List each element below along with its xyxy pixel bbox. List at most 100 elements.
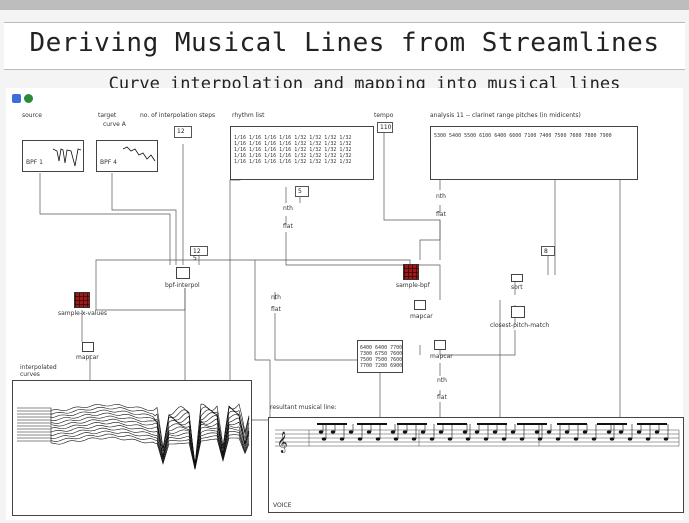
note-beam (557, 423, 587, 425)
note-head (627, 437, 633, 441)
bpf-interpol-object[interactable] (176, 267, 190, 279)
sample-x-values-icon[interactable] (74, 292, 90, 308)
note-beam (477, 423, 507, 425)
note-head (636, 430, 642, 434)
small-value-box[interactable]: 5 (295, 186, 309, 197)
mapcar-object-1[interactable] (82, 342, 94, 352)
analysis-list-text: 5300 5400 5500 6100 6400 6600 7100 7400 … (434, 133, 612, 139)
note-head (645, 437, 651, 441)
interpolation-steps-box[interactable]: 12 (174, 126, 192, 138)
tempo-label: tempo (374, 112, 394, 119)
note-head (411, 437, 417, 441)
rhythm-list-text: 1/16 1/16 1/16 1/16 1/32 1/32 1/32 1/32 … (234, 135, 352, 165)
note-head (429, 437, 435, 441)
value-box[interactable]: 12 5 (190, 246, 208, 262)
note-head (402, 430, 408, 434)
bpf-source-curve-icon (52, 148, 82, 167)
nth-object-4[interactable]: nth (437, 377, 447, 384)
flat-object-3[interactable]: flat (271, 306, 281, 313)
note-head (465, 437, 471, 441)
flat-object-4[interactable]: flat (437, 394, 447, 401)
bpf-interpol-label: bpf-interpol (165, 282, 200, 289)
voice-label: VOICE (273, 502, 292, 509)
note-head (582, 430, 588, 434)
note-head (546, 430, 552, 434)
steps-label: no. of interpolation steps (140, 112, 216, 119)
note-head (393, 437, 399, 441)
note-beam (597, 423, 627, 425)
note-head (537, 437, 543, 441)
note-head (318, 430, 324, 434)
note-head (438, 430, 444, 434)
interpolated-curve-line (17, 407, 250, 468)
bpf-target-box[interactable]: BPF 4 (96, 140, 158, 172)
mapcar-label-3: mapcar (430, 353, 453, 360)
interpolated-curve-line (17, 414, 250, 464)
note-head (564, 430, 570, 434)
note-beam (637, 423, 667, 425)
interpolated-curves-label: interpolated curves (20, 364, 57, 378)
note-head (663, 437, 669, 441)
note-head (375, 437, 381, 441)
flat-object-2[interactable]: flat (436, 211, 446, 218)
interpolated-curves-panel[interactable] (12, 380, 252, 516)
interpolated-curve-line (17, 405, 250, 469)
note-head (462, 430, 468, 434)
sample-bpf-icon[interactable] (403, 264, 419, 280)
note-head (390, 430, 396, 434)
mapcar-label-1: mapcar (76, 354, 99, 361)
flat-object-1[interactable]: flat (283, 223, 293, 230)
sort-label: sort (511, 284, 523, 291)
analysis-list-box[interactable]: 5300 5400 5500 6100 6400 6600 7100 7400 … (430, 126, 638, 180)
note-head (420, 430, 426, 434)
interpolated-curve-line (17, 430, 250, 469)
note-head (510, 430, 516, 434)
interpolated-curve-line (17, 433, 250, 469)
interpolated-curve-line (17, 410, 250, 465)
closest-pitch-match-label: closest-pitch-match (490, 322, 550, 329)
note-head (339, 437, 345, 441)
curve-a-label: curve A (103, 121, 126, 128)
interpolated-curve-line (17, 424, 250, 469)
play-button[interactable] (24, 94, 33, 103)
note-head (348, 430, 354, 434)
bpf-target-curve-icon (122, 146, 156, 162)
mapcar-object-2[interactable] (414, 300, 426, 310)
title-panel (4, 22, 685, 70)
page-title: Deriving Musical Lines from Streamlines (29, 28, 660, 58)
interpolated-curve-line (17, 436, 250, 470)
rhythm-list-box[interactable]: 1/16 1/16 1/16 1/16 1/32 1/32 1/32 1/32 … (230, 126, 374, 180)
nth-object-1[interactable]: nth (283, 205, 293, 212)
edit-mode-button[interactable] (12, 94, 21, 103)
midicents-list-text: 6400 6400 7700 7300 6750 7600 7500 7500 … (360, 345, 403, 369)
sort-object[interactable] (511, 274, 523, 282)
note-head (492, 430, 498, 434)
svg-text:𝄞: 𝄞 (277, 432, 288, 453)
interpolated-curve-line (17, 417, 250, 465)
note-head (321, 437, 327, 441)
nth-object-3[interactable]: nth (271, 294, 281, 301)
note-head (555, 437, 561, 441)
note-head (519, 437, 525, 441)
note-beam (517, 423, 547, 425)
interpolated-curve-line (17, 403, 250, 466)
note-head (618, 430, 624, 434)
midicents-list-box[interactable]: 6400 6400 7700 7300 6750 7600 7500 7500 … (357, 340, 403, 373)
note-head (654, 430, 660, 434)
closest-pitch-match-object[interactable] (511, 306, 525, 318)
bpf-source-label: BPF 1 (26, 159, 43, 166)
nth-object-2[interactable]: nth (436, 193, 446, 200)
small-value-box-2[interactable]: 8 (541, 246, 555, 256)
resultant-line-label: resultant musical line: (270, 404, 337, 411)
note-beam (357, 423, 387, 425)
analysis-label: analysis 11 -- clarinet range pitches (i… (430, 112, 581, 119)
sample-x-values-label: sample-x-values (58, 310, 108, 317)
note-head (591, 437, 597, 441)
note-head (330, 430, 336, 434)
tempo-box[interactable]: 110 (377, 122, 393, 133)
voice-editor-panel[interactable]: 𝄞 VOICE (268, 417, 684, 513)
bpf-source-box[interactable]: BPF 1 (22, 140, 84, 172)
note-head (606, 430, 612, 434)
mapcar-object-3[interactable] (434, 340, 446, 350)
